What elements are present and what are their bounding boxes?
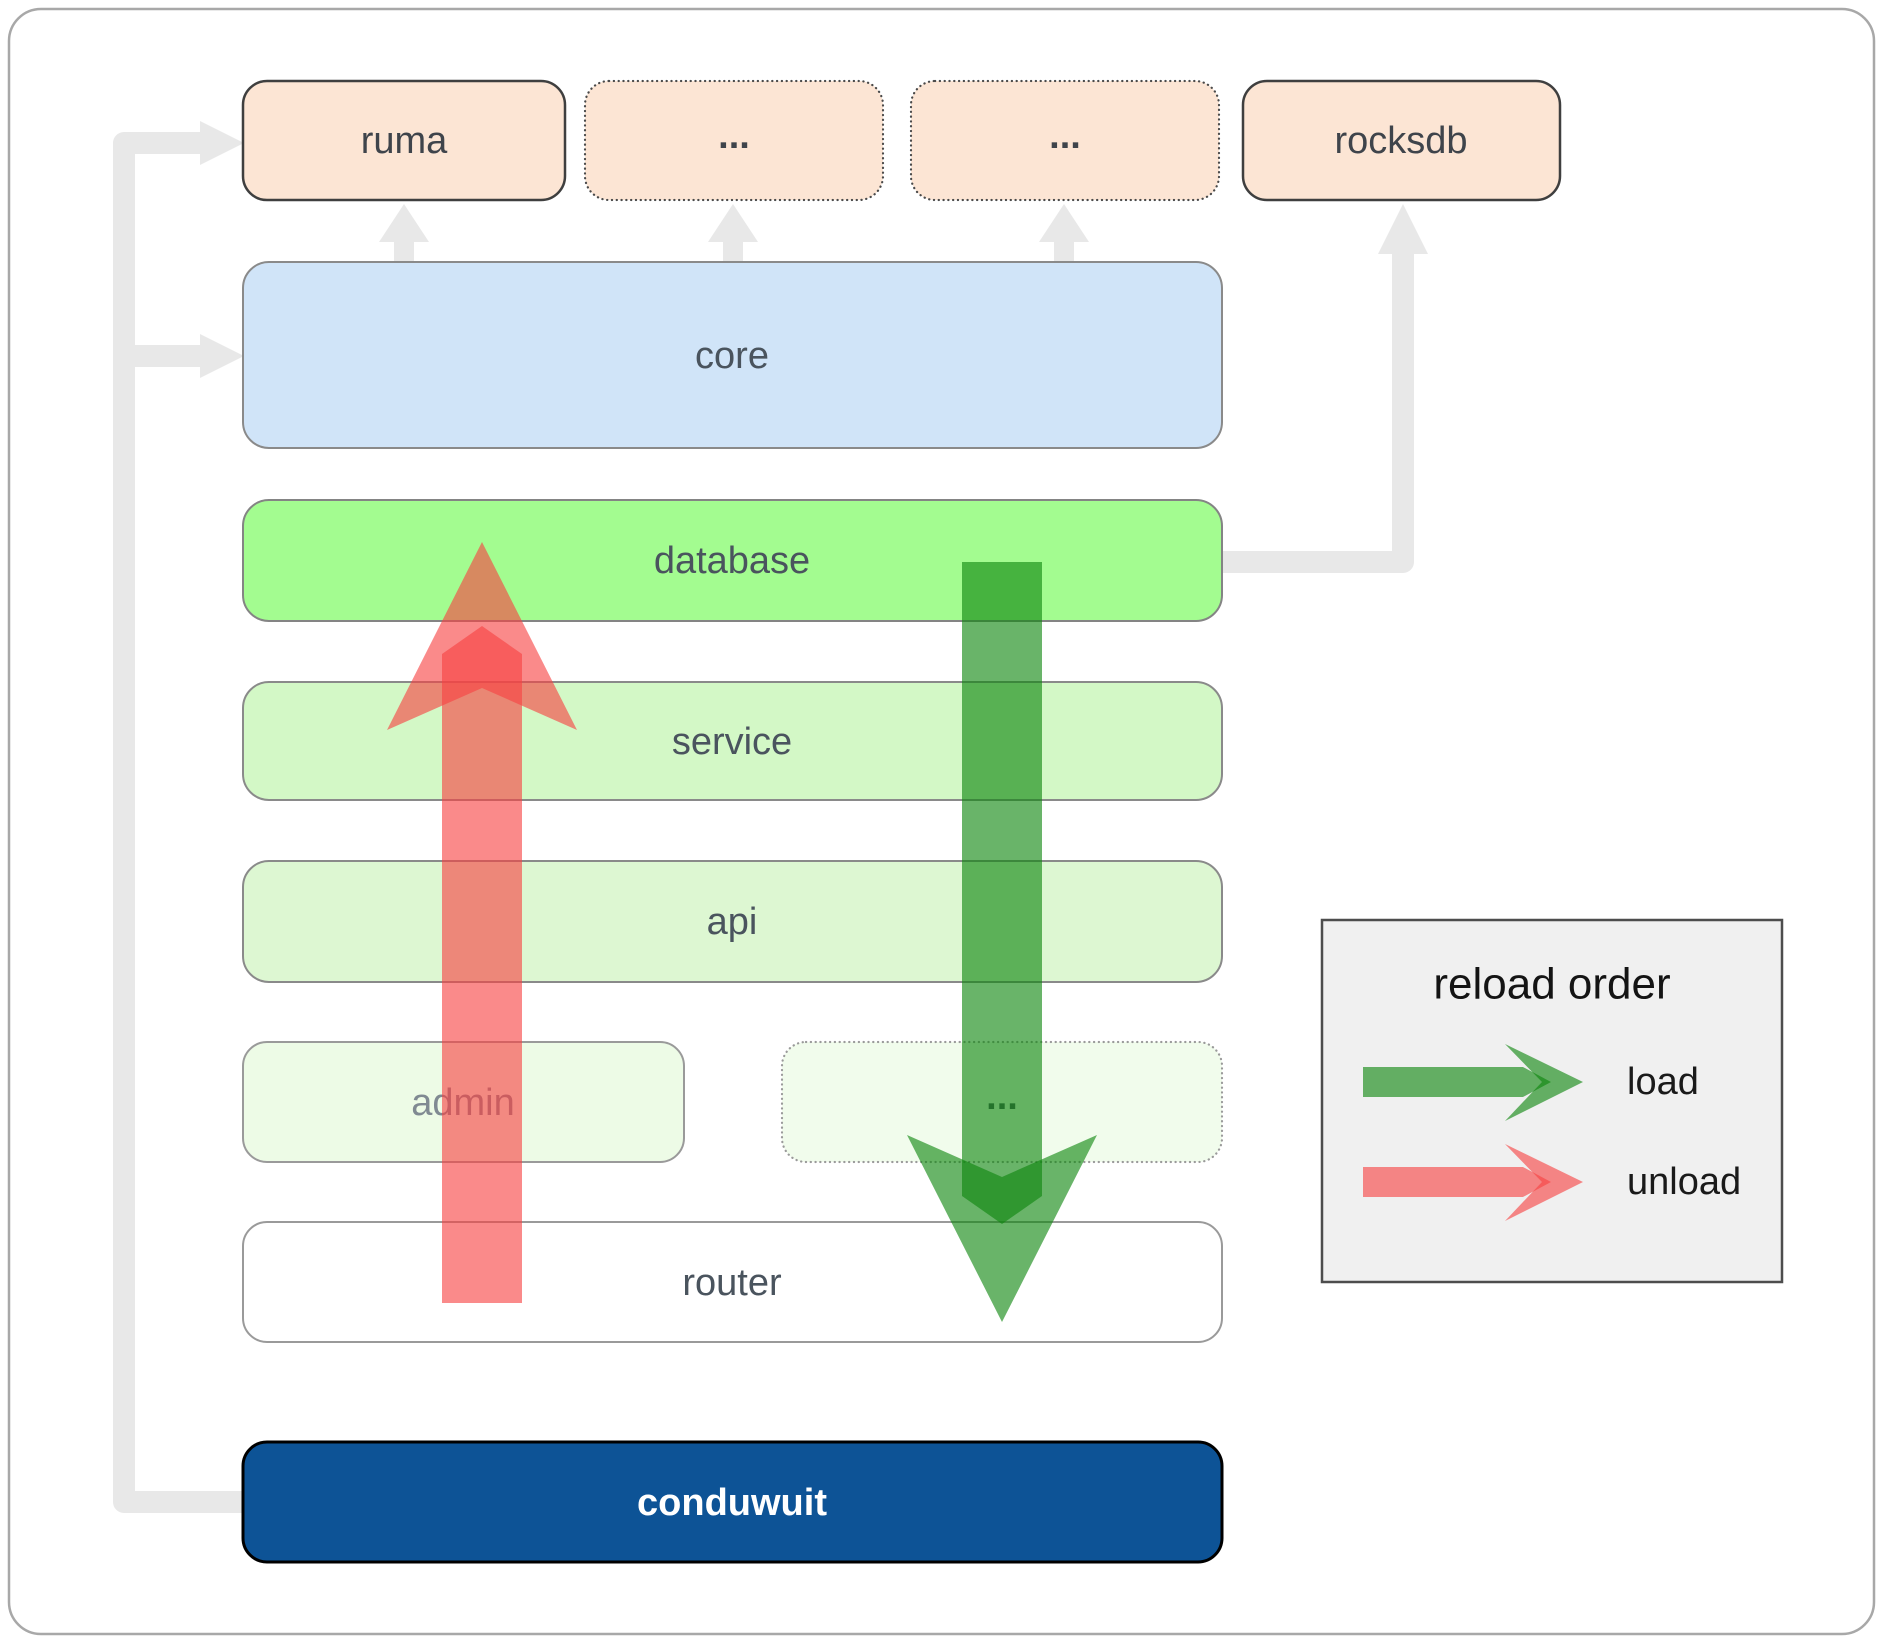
unload-arrow-head <box>387 542 577 730</box>
ellipsis-box-1 <box>583 79 885 202</box>
ruma-box <box>241 79 567 202</box>
core-box <box>242 261 1223 449</box>
core-to-external-arrows <box>379 204 1089 262</box>
rocksdb-box <box>1241 79 1562 202</box>
conduwuit-connector <box>113 121 244 1513</box>
database-to-rocksdb-connector <box>1222 204 1428 573</box>
unload-legend-label: unload <box>1627 1161 1741 1203</box>
core-label: core <box>695 335 769 377</box>
load-legend-arrow-shaft <box>1363 1067 1551 1097</box>
arrowhead-into-rocksdb <box>1378 204 1428 254</box>
arrowhead-into-ruma-stub <box>379 204 429 242</box>
conduwuit-label: conduwuit <box>637 1482 827 1524</box>
arrowhead-into-ellipsis-1 <box>708 204 758 242</box>
conduwuit-box <box>241 1440 1224 1564</box>
arrowhead-into-ellipsis-2 <box>1039 204 1089 242</box>
unload-arrow-shaft <box>442 626 522 1303</box>
conduwuit-elbow-line <box>113 132 242 1513</box>
load-legend-label: load <box>1627 1061 1699 1103</box>
unload-legend-arrow <box>1363 1144 1583 1221</box>
unload-arrow <box>387 542 577 1303</box>
router-label: router <box>682 1262 782 1304</box>
load-arrow-head <box>907 1135 1097 1322</box>
load-legend-arrow <box>1363 1044 1583 1121</box>
ellipsis-box-2 <box>909 79 1221 202</box>
arrowhead-into-core <box>200 334 244 378</box>
legend-title: reload order <box>1433 960 1670 1009</box>
load-arrow-shaft <box>962 562 1042 1224</box>
arrowhead-into-ruma <box>200 121 244 165</box>
rocksdb-label: rocksdb <box>1334 120 1467 162</box>
unload-legend-arrow-shaft <box>1363 1167 1551 1197</box>
external-row: ruma ... ... rocksdb <box>241 79 1562 202</box>
api-label: api <box>707 901 758 943</box>
unload-legend-arrow-head <box>1505 1144 1583 1221</box>
rocksdb-elbow-line <box>1222 250 1414 573</box>
ellipsis-label-1: ... <box>718 115 750 157</box>
legend-box <box>1320 918 1784 1284</box>
load-arrow <box>907 562 1097 1322</box>
service-label: service <box>672 721 792 763</box>
load-legend-arrow-head <box>1505 1044 1583 1121</box>
diagram-frame <box>7 7 1876 1636</box>
legend: reload order load unload <box>1320 918 1784 1284</box>
database-label: database <box>654 540 810 582</box>
ruma-label: ruma <box>361 120 448 162</box>
ellipsis-label-2: ... <box>1049 115 1081 157</box>
